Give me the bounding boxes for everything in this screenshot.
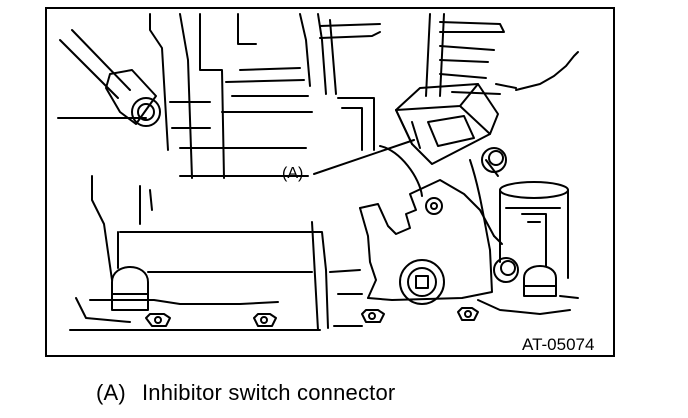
- legend-key: (A): [96, 380, 126, 405]
- connector-cable: [425, 13, 445, 97]
- callout-leader-line: [313, 139, 415, 175]
- inhibitor-switch-body: [359, 145, 503, 301]
- bolt-lower-right: [493, 257, 519, 283]
- mounting-tab-4: [457, 307, 479, 321]
- bolt-boss-top-left: [105, 69, 161, 127]
- callout-label: (A): [282, 165, 303, 182]
- dome-cap-right: [523, 265, 557, 297]
- mounting-tab-1: [145, 313, 171, 327]
- transmission-case: [57, 13, 579, 331]
- figure-code: AT-05074: [522, 335, 594, 354]
- cylinder-housing: [499, 181, 569, 279]
- bolt-upper-right: [481, 147, 507, 173]
- dome-cap-left: [111, 266, 149, 311]
- legend-item: (A) Inhibitor switch connector: [96, 380, 395, 406]
- mounting-tab-3: [361, 309, 385, 323]
- switch-shaft: [399, 259, 445, 305]
- inhibitor-switch-connector: [395, 83, 499, 165]
- mounting-tab-2: [253, 313, 277, 327]
- legend-text: Inhibitor switch connector: [142, 380, 396, 405]
